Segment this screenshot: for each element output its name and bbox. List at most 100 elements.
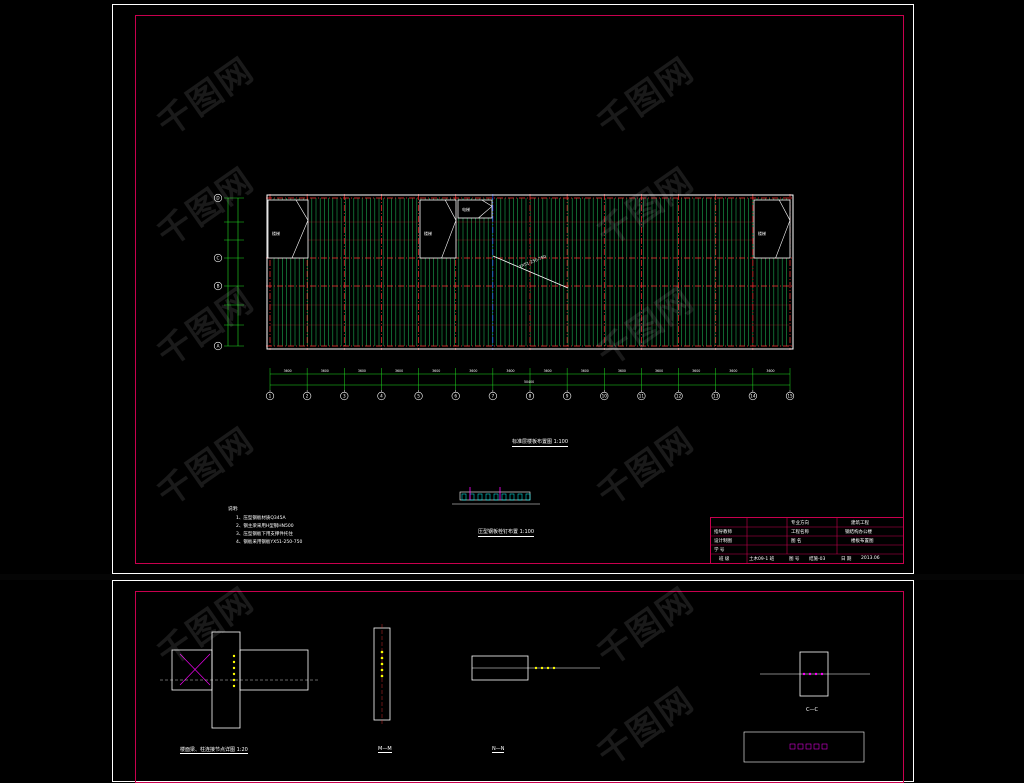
axis-bubble-label: B xyxy=(217,284,220,289)
axis-bubble-label: 9 xyxy=(566,394,569,399)
tb-value-drawing: 楼板布置图 xyxy=(851,539,874,544)
axis-bubble-label: 13 xyxy=(713,394,719,399)
dim-bay-label: 3600 xyxy=(729,369,737,373)
axis-bubble xyxy=(525,391,535,401)
axis-bubble xyxy=(213,281,223,291)
tb-label-advisor: 指导教师 xyxy=(714,530,732,535)
notes-header: 说明: xyxy=(228,507,239,512)
lower-detail-label-3: N—N xyxy=(492,746,505,753)
lower-details xyxy=(160,624,870,763)
dim-bay-label: 3600 xyxy=(655,369,663,373)
plate-hole xyxy=(789,743,796,750)
room-diagonal xyxy=(778,199,791,221)
axis-bubble-label: 7 xyxy=(492,394,495,399)
axis-bubble xyxy=(451,391,460,401)
room-label: 楼梯 xyxy=(424,230,432,236)
dim-bay-label: 3600 xyxy=(284,369,292,373)
detail-title: 压型钢板栓钉布置 1:100 xyxy=(478,529,534,537)
lower-detail-label-2: M—M xyxy=(378,746,392,753)
note-line-4: 4、钢板采用钢板YX51-250-750 xyxy=(236,540,303,545)
room-opening xyxy=(419,199,457,259)
axis-bubble-label: C xyxy=(217,256,220,261)
sheet-separator xyxy=(0,574,1024,580)
plate-hole xyxy=(813,743,820,750)
bolt-dot xyxy=(232,654,236,658)
room-diagonal xyxy=(481,199,493,207)
axis-bubble xyxy=(488,391,497,401)
room-label: 电梯 xyxy=(462,206,470,212)
bolt-dot xyxy=(380,662,384,666)
title-block: 专业方向 建筑工程 工程名称 钢结构办公楼 图 名 楼板布置图 指导教师 设计制… xyxy=(710,517,904,564)
dim-bay-label: 3600 xyxy=(766,369,774,373)
joist-lines xyxy=(273,198,787,346)
grid-lines xyxy=(266,194,794,350)
axis-bubble xyxy=(213,341,223,351)
room-diagonal xyxy=(775,220,791,259)
plate-hole xyxy=(805,743,812,750)
room-diagonal xyxy=(444,199,457,221)
axis-bubble xyxy=(674,391,683,401)
axis-bubble-label: 10 xyxy=(602,394,608,399)
room-diagonal xyxy=(291,220,309,259)
bolt-dot xyxy=(546,666,550,670)
bolt-dot xyxy=(380,674,384,678)
axis-bubble-label: 14 xyxy=(750,394,756,399)
room-label: 楼梯 xyxy=(758,230,766,236)
room-label: 楼梯 xyxy=(272,230,280,236)
dim-bay-label: 3600 xyxy=(544,369,552,373)
tb-footer-date-label: 日 期 xyxy=(841,557,852,562)
beam-section xyxy=(239,649,309,691)
axis-bubble xyxy=(637,391,646,401)
dim-bay-label: 3600 xyxy=(395,369,403,373)
dim-bay-label: 3600 xyxy=(358,369,366,373)
axis-bubble xyxy=(265,391,275,401)
lower-detail-label-1: 楼面梁、柱连接节点详图 1:20 xyxy=(180,747,248,754)
plate-hole xyxy=(797,743,804,750)
axis-bubble xyxy=(213,253,223,263)
tb-footer-date: 2013.06 xyxy=(861,556,880,561)
bolt-dot xyxy=(232,684,236,688)
span-diagonal xyxy=(492,255,569,289)
axis-bubble-label: 15 xyxy=(787,394,793,399)
room-diagonal xyxy=(295,199,309,221)
tb-footer-drawing-no-label: 图 号 xyxy=(789,557,800,562)
deck-rib xyxy=(461,493,467,501)
bolt-dot xyxy=(232,678,236,682)
tb-label-major: 专业方向 xyxy=(791,521,809,526)
deck-rib xyxy=(477,493,483,501)
bolt-dot xyxy=(232,666,236,670)
axis-bubble-label: D xyxy=(216,196,219,201)
axis-bubble xyxy=(748,391,757,401)
plan-title: 标准层楼板布置图 1:100 xyxy=(512,439,568,447)
axis-bubble-label: 1 xyxy=(269,394,272,399)
note-line-1: 1、压型钢板材质Q345A xyxy=(236,516,286,521)
tb-value-project: 钢结构办公楼 xyxy=(845,530,872,535)
plan-outline xyxy=(266,194,794,350)
axis-bubble xyxy=(600,391,609,401)
tb-footer-class-label: 班 级 xyxy=(719,557,730,562)
bolt-dot xyxy=(380,656,384,660)
axis-bubble-label: 12 xyxy=(676,394,682,399)
bolt-dot xyxy=(380,650,384,654)
axis-bubble xyxy=(563,391,572,401)
deck-rib xyxy=(485,493,491,501)
plate-hole xyxy=(821,743,828,750)
bolt-dot xyxy=(232,672,236,676)
dim-bay-label: 3600 xyxy=(432,369,440,373)
dim-total-label: 50400 xyxy=(524,380,534,384)
upper-drawing-frame xyxy=(135,15,904,564)
beam-section xyxy=(171,649,213,691)
upper-sheet xyxy=(112,4,914,574)
tb-footer-class: 土木09-1 班 xyxy=(749,557,775,562)
deck-rib xyxy=(509,493,515,501)
bolt-dot xyxy=(380,668,384,672)
room-opening xyxy=(753,199,791,259)
axis-bubble xyxy=(711,391,720,401)
bolt-dot xyxy=(814,672,818,676)
tb-footer-drawing-no: 结施-03 xyxy=(809,557,826,562)
bolt-dot xyxy=(802,672,806,676)
axis-bubble-label: 11 xyxy=(639,394,645,399)
deck-rib xyxy=(501,493,507,501)
